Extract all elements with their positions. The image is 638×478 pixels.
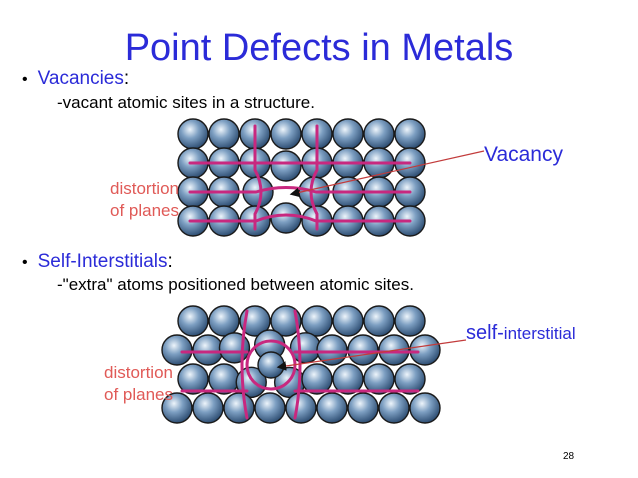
slide-title: Point Defects in Metals <box>124 27 514 69</box>
atom <box>223 392 255 424</box>
bullet-vacancies: • Vacancies: <box>22 68 129 91</box>
interstitial-pointer-arrow <box>276 339 467 371</box>
bullet-dot-icon: • <box>22 71 28 88</box>
atom <box>316 392 348 424</box>
atom <box>285 392 317 424</box>
atom <box>409 334 441 366</box>
term-interstitials: Self-Interstitials <box>37 251 168 272</box>
atom <box>332 363 364 395</box>
atom <box>347 334 379 366</box>
atom <box>161 334 193 366</box>
atom <box>177 305 209 337</box>
atom <box>301 363 333 395</box>
atom <box>208 305 240 337</box>
atom <box>316 334 348 366</box>
interstitial-callout-part2: interstitial <box>503 324 576 343</box>
term-colon: : <box>123 68 130 89</box>
atom <box>208 118 240 150</box>
atom <box>332 118 364 150</box>
atom <box>270 118 302 150</box>
atom <box>394 118 426 150</box>
interstitial-callout: self-interstitial <box>466 322 576 345</box>
atom <box>378 392 410 424</box>
atom <box>192 334 224 366</box>
vacancy-pointer-arrow <box>289 150 485 198</box>
atom <box>347 392 379 424</box>
atom <box>270 202 302 234</box>
bullet-dot-icon: • <box>22 254 28 271</box>
interstitials-description: -"extra" atoms positioned between atomic… <box>57 275 414 294</box>
distorted-plane-line <box>188 186 412 194</box>
atom <box>363 363 395 395</box>
atom <box>394 305 426 337</box>
interstitial-distortion-note: distortion of planes <box>80 362 173 406</box>
atom <box>363 305 395 337</box>
interstitial-lattice-diagram <box>161 305 467 424</box>
atom <box>254 392 286 424</box>
atom <box>192 392 224 424</box>
distorted-plane-line <box>240 309 249 420</box>
distortion-label-line2: of planes <box>110 201 179 220</box>
page-number: 28 <box>563 451 575 462</box>
term-colon: : <box>167 251 173 272</box>
distortion-label-line1: distortion <box>104 363 173 382</box>
atom <box>270 305 302 337</box>
atom <box>363 118 395 150</box>
distorted-plane-line <box>253 124 263 231</box>
atom <box>177 363 209 395</box>
vacancies-description: -vacant atomic sites in a structure. <box>57 93 315 112</box>
distortion-label-line1: distortion <box>110 179 179 198</box>
atom <box>409 392 441 424</box>
distorted-plane-line <box>293 309 302 420</box>
atom <box>218 332 251 364</box>
atom <box>394 363 426 395</box>
atom <box>332 305 364 337</box>
atom <box>177 118 209 150</box>
distortion-label-line2: of planes <box>104 385 173 404</box>
bullet-interstitials: • Self-Interstitials: <box>22 251 173 274</box>
vacancy-callout: Vacancy <box>484 143 563 166</box>
interstitial-callout-part1: self- <box>466 322 504 344</box>
vacancy-distortion-note: distortion of planes <box>86 178 179 222</box>
interstitial-atom <box>257 351 285 379</box>
term-vacancies: Vacancies <box>37 68 124 89</box>
atom <box>301 305 333 337</box>
distorted-plane-line <box>309 124 319 231</box>
atom <box>270 150 302 182</box>
vacancy-lattice-diagram <box>177 118 485 237</box>
atom <box>161 392 193 424</box>
